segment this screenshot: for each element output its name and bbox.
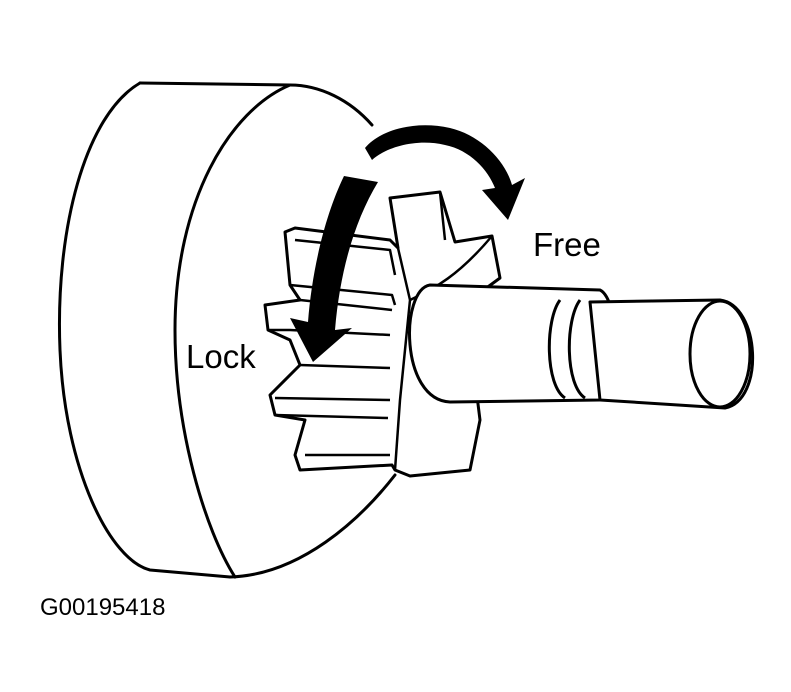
figure-code: G00195418: [40, 594, 166, 621]
clutch-drum: [57, 81, 397, 579]
lock-label: Lock: [186, 338, 256, 375]
shaft: [408, 283, 754, 410]
lock-arrow: [290, 176, 378, 362]
free-label: Free: [533, 226, 601, 263]
free-arrow: [365, 125, 525, 220]
gear-tooth-lines: [268, 191, 493, 471]
